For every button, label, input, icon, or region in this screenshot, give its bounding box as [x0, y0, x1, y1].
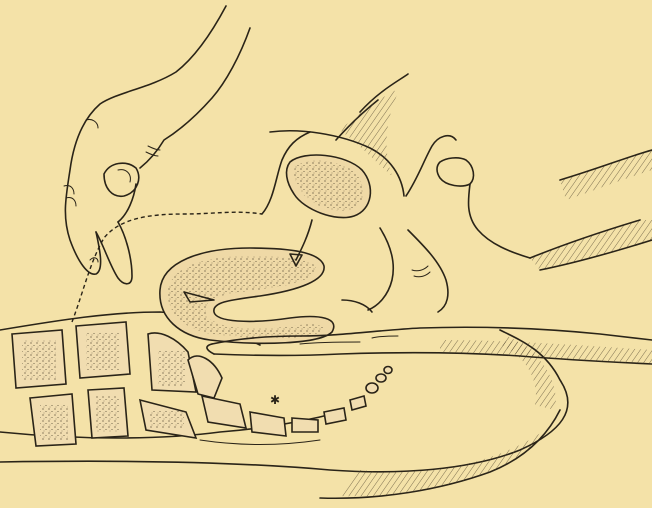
pelvic-bones: ✱ — [0, 322, 392, 446]
uterus — [160, 220, 334, 343]
upper-hand — [64, 6, 250, 284]
pubic-bone — [287, 155, 371, 218]
svg-text:✱: ✱ — [270, 393, 280, 407]
